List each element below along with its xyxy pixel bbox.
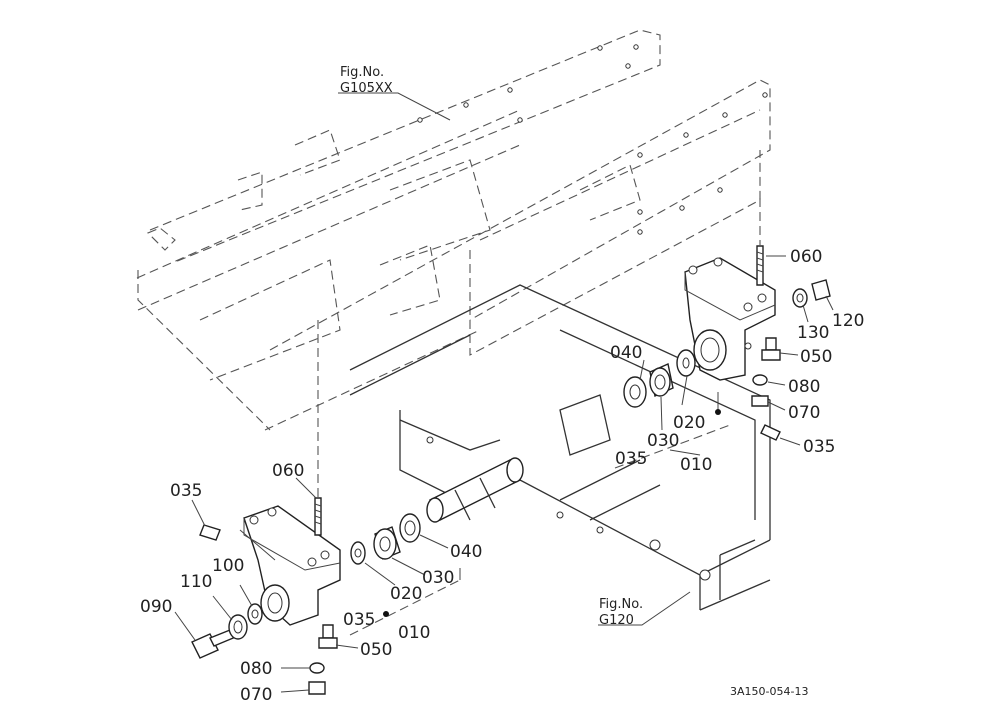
label-left-050: 050 (360, 640, 392, 660)
upper-frame-outline (136, 29, 771, 431)
main-frame (349, 284, 771, 611)
label-left-035-assembly: 035 (343, 610, 375, 630)
label-right-080: 080 (788, 377, 820, 397)
label-left-080: 080 (240, 659, 272, 679)
left-bolt-090 (191, 603, 263, 659)
right-assembly-dot (715, 409, 721, 415)
right-bushings (623, 349, 696, 408)
label-left-035-fitting: 035 (170, 481, 202, 501)
label-left-060: 060 (272, 461, 304, 481)
fig-ref-g105xx-line2: G105XX (340, 81, 393, 96)
label-left-030: 030 (422, 568, 454, 588)
right-plug (792, 279, 831, 308)
drawing-code: 3A150-054-13 (730, 685, 808, 698)
label-left-100: 100 (212, 556, 244, 576)
fig-ref-g120-line2: G120 (599, 613, 634, 628)
left-grease-fitting (199, 524, 221, 541)
label-right-030: 030 (647, 431, 679, 451)
label-right-035-assembly: 035 (615, 449, 647, 469)
left-washer-080 (309, 662, 325, 674)
fig-ref-g105xx-line1: Fig.No. (340, 65, 384, 80)
left-nut-070 (308, 681, 326, 695)
fig-ref-g120-line1: Fig.No. (599, 597, 643, 612)
label-right-035-fitting: 035 (803, 437, 835, 457)
label-right-060: 060 (790, 247, 822, 267)
left-stud (314, 320, 322, 536)
left-bushings (350, 513, 421, 565)
label-right-050: 050 (800, 347, 832, 367)
label-left-090: 090 (140, 597, 172, 617)
label-right-010: 010 (680, 455, 712, 475)
leader-lines (174, 92, 834, 693)
label-left-070: 070 (240, 685, 272, 705)
left-bracket (243, 505, 341, 626)
frame-holes (417, 44, 768, 235)
label-right-120: 120 (832, 311, 864, 331)
right-bolt (761, 337, 781, 361)
label-right-070: 070 (788, 403, 820, 423)
label-left-110: 110 (180, 572, 212, 592)
axle-shaft (426, 457, 524, 523)
label-left-020: 020 (390, 584, 422, 604)
label-right-040: 040 (610, 343, 642, 363)
label-left-040: 040 (450, 542, 482, 562)
label-left-010: 010 (398, 623, 430, 643)
label-right-130: 130 (797, 323, 829, 343)
left-bolt (318, 624, 338, 649)
right-bracket (684, 257, 776, 381)
label-right-020: 020 (673, 413, 705, 433)
left-assembly-dot (383, 611, 389, 617)
right-nut-070 (751, 395, 769, 407)
right-grease-fitting (760, 424, 781, 441)
right-stud (756, 198, 764, 286)
right-washer-080 (752, 374, 768, 386)
